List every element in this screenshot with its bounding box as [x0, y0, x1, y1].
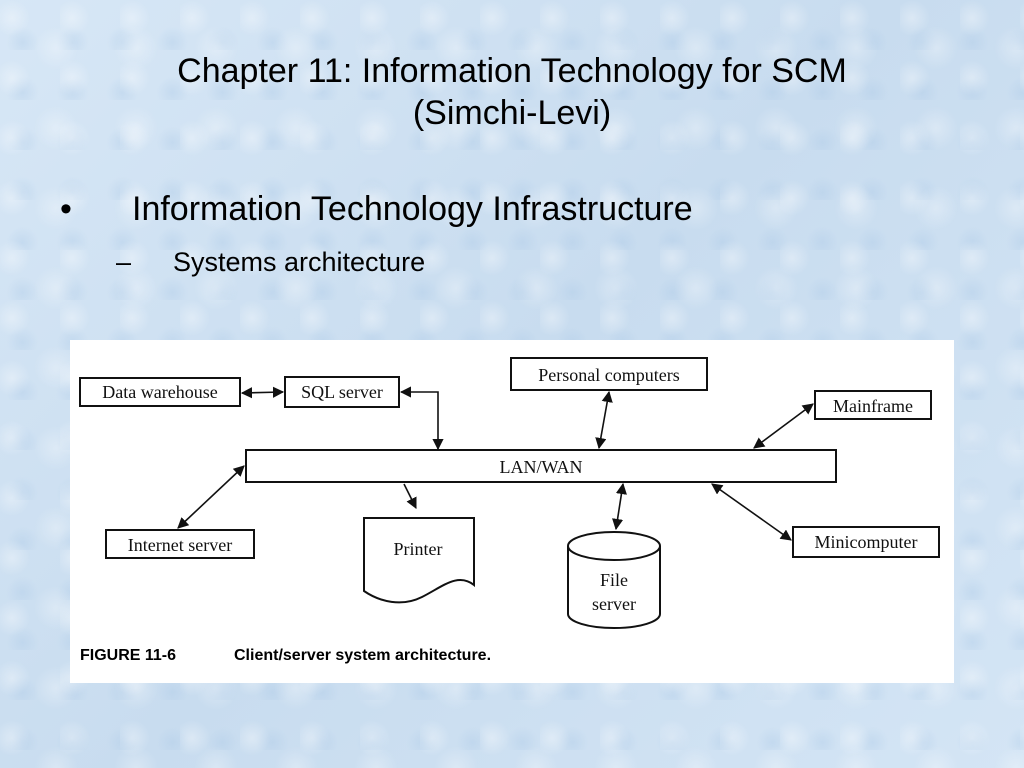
minicomputer-label: Minicomputer [815, 532, 918, 552]
lan-wan-bus: LAN/WAN [245, 449, 837, 483]
connector-mainframe-lan [753, 403, 814, 449]
sql-server-node: SQL server [284, 376, 400, 408]
data-warehouse-label: Data warehouse [102, 382, 217, 402]
personal-computers-node: Personal computers [510, 357, 708, 391]
sub-bullet-text: Systems architecture [173, 247, 426, 277]
architecture-figure: Data warehouse SQL server Personal compu… [70, 340, 954, 683]
mainframe-label: Mainframe [833, 396, 913, 416]
printer-label: Printer [394, 539, 443, 559]
bullet-mark: • [60, 190, 72, 228]
figure-caption-label: FIGURE 11-6 [80, 647, 176, 664]
connector-internet-lan [177, 465, 245, 529]
file-server-node: File server [567, 531, 661, 629]
printer-node: Printer [363, 517, 475, 604]
internet-server-label: Internet server [128, 535, 232, 555]
sub-bullet-mark: – [116, 247, 132, 277]
figure-caption-text: Client/server system architecture. [234, 647, 491, 664]
personal-computers-label: Personal computers [538, 365, 679, 385]
slide-title: Chapter 11: Information Technology for S… [0, 50, 1024, 134]
bullet-text: Information Technology Infrastructure [132, 190, 693, 228]
file-server-label-line-1: File [600, 570, 628, 590]
connector-pcs-lan [595, 390, 613, 450]
minicomputer-node: Minicomputer [792, 526, 940, 558]
internet-server-node: Internet server [105, 529, 255, 559]
lan-wan-label: LAN/WAN [500, 457, 583, 477]
mainframe-node: Mainframe [814, 390, 932, 420]
bullet-item: • Information Technology Infrastructure [60, 190, 693, 229]
sub-bullet-item: – Systems architecture [116, 247, 425, 278]
sql-server-label: SQL server [301, 382, 383, 402]
title-line-1: Chapter 11: Information Technology for S… [177, 52, 847, 90]
data-warehouse-node: Data warehouse [79, 377, 241, 407]
title-line-2: (Simchi-Levi) [412, 94, 612, 132]
connector-sql-lan [399, 386, 444, 451]
connector-lan-printer [403, 483, 417, 510]
connector-warehouse-sql [240, 386, 285, 399]
architecture-diagram: Data warehouse SQL server Personal compu… [79, 357, 940, 664]
connector-lan-fileserver [612, 482, 627, 531]
connector-lan-minicomputer [711, 483, 792, 541]
file-server-label-line-2: server [592, 594, 636, 614]
